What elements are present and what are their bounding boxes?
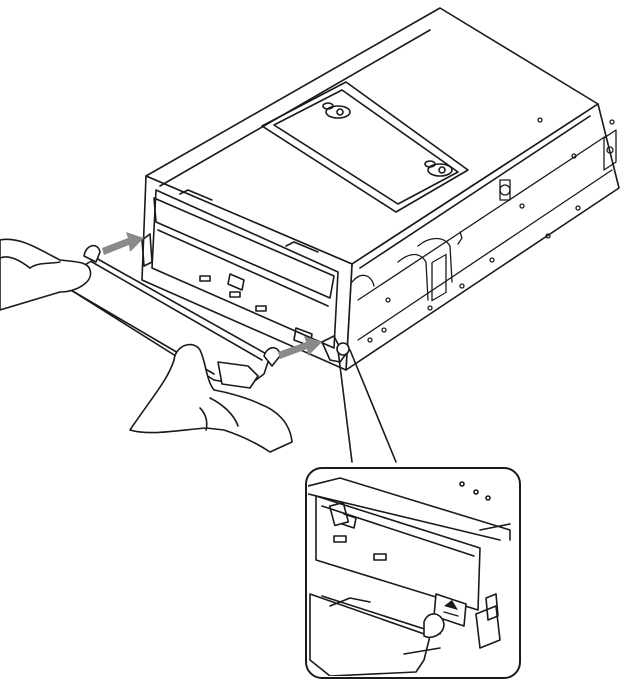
drive-status-led <box>199 275 211 282</box>
tray-slot <box>153 197 335 299</box>
tray-latch <box>227 273 245 291</box>
closeup-front-face <box>315 495 481 611</box>
left-hand <box>0 238 92 311</box>
detail-callout <box>305 467 521 679</box>
insert-arrow-top <box>102 232 144 255</box>
front-face-details <box>141 189 347 363</box>
bezel-left-tab <box>83 244 101 263</box>
top-screw-left <box>322 102 351 119</box>
top-label-slot <box>273 89 459 205</box>
drive-unit <box>141 7 620 371</box>
front-inner-frame <box>151 189 339 349</box>
eject-icon <box>444 600 458 610</box>
insert-arrow-bottom <box>278 336 322 359</box>
insert-arrow-icon <box>102 232 322 359</box>
top-rim-line-2 <box>359 115 591 269</box>
drive-front-face <box>141 175 353 371</box>
callout-content <box>308 477 511 676</box>
hand-icon <box>129 343 293 453</box>
top-screw-right <box>424 160 453 177</box>
side-panel-details <box>351 117 617 343</box>
top-label-recess <box>261 81 469 213</box>
closeup-bezel-tab <box>423 613 445 639</box>
top-rim-line <box>159 29 431 187</box>
bezel-assembly <box>0 238 293 453</box>
hand-icon <box>0 238 92 311</box>
callout-leader <box>336 342 397 463</box>
callout-focus-point <box>336 342 350 356</box>
